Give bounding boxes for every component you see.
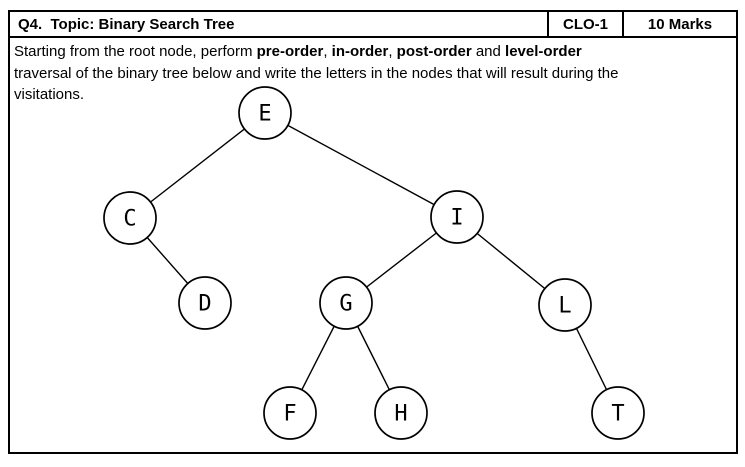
text-run: ,	[323, 43, 332, 60]
traversal-term: pre-order	[256, 43, 324, 60]
question-title: Q4. Topic: Binary Search Tree	[18, 15, 235, 33]
question-line: traversal of the binary tree below and w…	[14, 63, 730, 85]
text-run: Starting from the root node, perform	[14, 43, 257, 60]
text-run: visitations.	[14, 86, 85, 103]
marks-badge: 10 Marks	[622, 12, 736, 36]
question-text: Starting from the root node, perform pre…	[10, 38, 736, 106]
clo-badge: CLO-1	[547, 12, 622, 36]
question-line: visitations.	[14, 84, 730, 106]
text-run: traversal of the binary tree below and w…	[14, 64, 619, 82]
question-header-row: Q4. Topic: Binary Search Tree CLO-1 10 M…	[10, 12, 736, 38]
question-line: Starting from the root node, perform pre…	[14, 41, 730, 63]
traversal-term: post-order	[396, 43, 472, 60]
question-table-frame: Q4. Topic: Binary Search Tree CLO-1 10 M…	[8, 10, 738, 454]
text-run: and	[471, 43, 506, 60]
traversal-term: in-order	[331, 43, 389, 60]
text-run: ,	[388, 43, 397, 60]
traversal-term: level-order	[505, 43, 582, 60]
